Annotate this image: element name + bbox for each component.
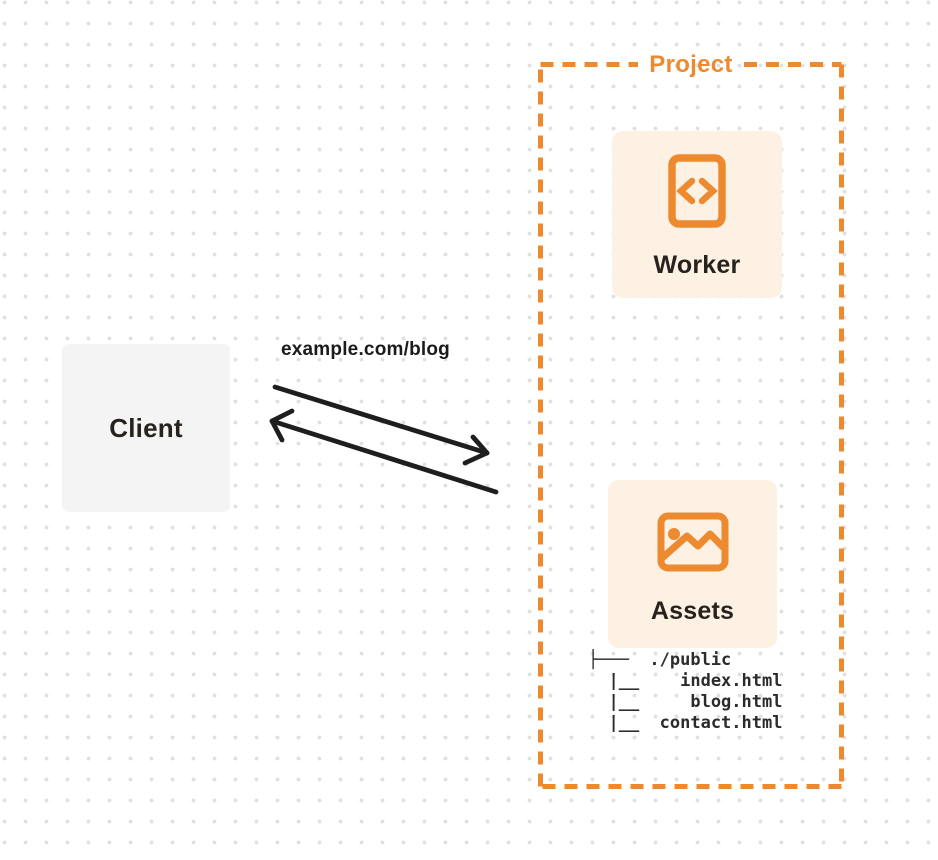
client-label: Client	[109, 412, 183, 443]
project-container: Project Worker Assets	[538, 52, 844, 789]
request-arrow	[272, 384, 490, 466]
request-response-arrows	[269, 384, 499, 495]
request-url-label: example.com/blog	[281, 339, 450, 360]
code-file-icon	[668, 154, 726, 228]
assets-label: Assets	[650, 597, 735, 625]
worker-label: Worker	[653, 251, 741, 279]
worker-node: Worker	[612, 131, 782, 298]
client-node: Client	[62, 344, 230, 512]
image-icon	[657, 512, 729, 572]
response-arrow	[269, 408, 499, 495]
assets-node: Assets	[608, 480, 777, 648]
project-title: Project	[649, 51, 733, 78]
project-dashed-border	[538, 62, 844, 789]
file-tree: ├─── ./public |__ index.html |__ blog.ht…	[588, 650, 783, 733]
